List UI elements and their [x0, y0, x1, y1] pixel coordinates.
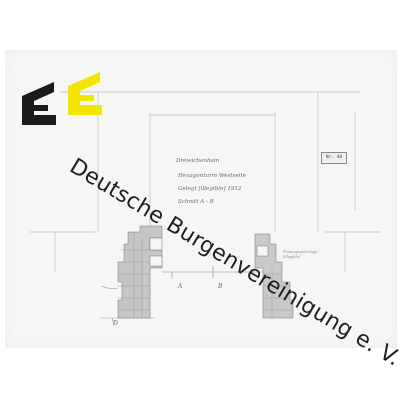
window-opening [149, 255, 163, 267]
ground-sketch [111, 317, 115, 325]
masonry-left [117, 225, 163, 319]
plan-title-line: Dreieichenhain [176, 158, 220, 164]
dbv-logo-icon [22, 72, 102, 125]
plan-title-line: Gelegt [illegible] 1912 [178, 186, 242, 192]
side-note: Planungsunterlage [illegible] [283, 250, 323, 260]
section-label-b: B [218, 283, 223, 290]
logo-black-mark [22, 82, 56, 125]
archive-stamp: Nr. 40 [321, 152, 347, 164]
plan-title-line: Hexagonturm Westseite [178, 173, 247, 179]
side-note-line: Planungsunterlage [283, 250, 318, 254]
plan-title-line: Schnitt A - B [178, 199, 214, 205]
logo-yellow-mark [68, 72, 102, 115]
window-opening [256, 245, 269, 257]
side-note-line: [illegible] [283, 255, 301, 259]
section-label-a: A [178, 283, 183, 290]
section-label-d: D [113, 320, 118, 327]
masonry-right [254, 233, 294, 319]
window-opening [149, 237, 163, 251]
ground-sketch [101, 285, 119, 289]
